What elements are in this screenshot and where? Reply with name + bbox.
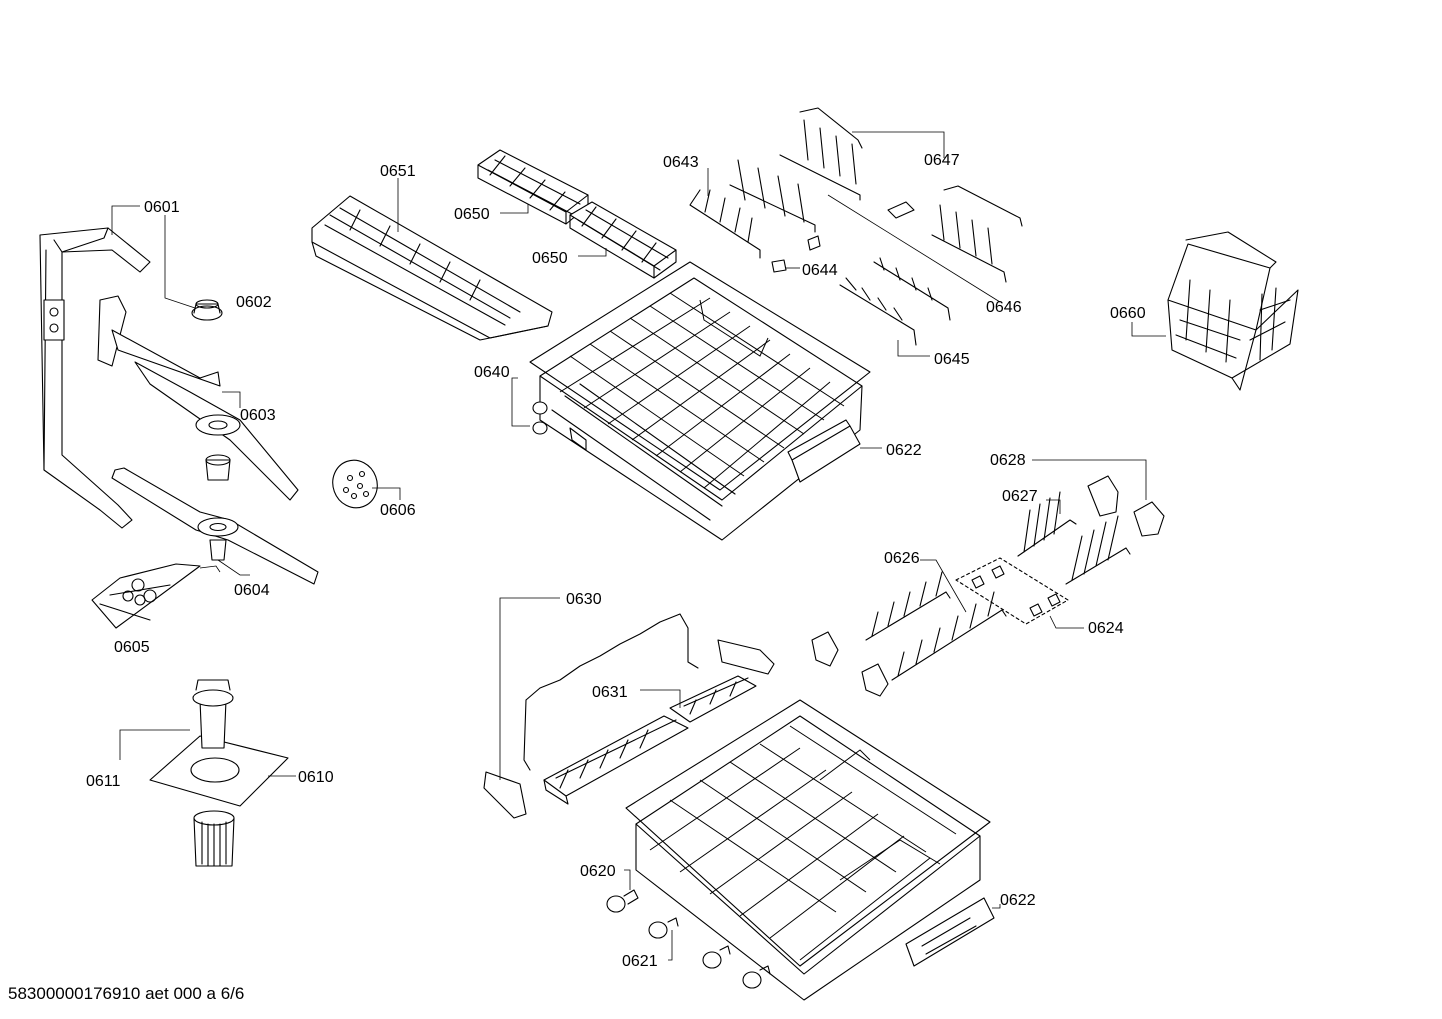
part-0602-nozzle: [191, 299, 223, 321]
part-0603-upper-spray-arm: [97, 295, 299, 501]
leader-0620: [624, 869, 631, 890]
part-0605-fine-filter: [91, 563, 201, 629]
part-0606-strainer-disc: [332, 459, 378, 509]
label-0603: 0603: [240, 407, 276, 424]
part-0626-rack: [865, 571, 1007, 681]
label-0611: 0611: [86, 773, 121, 790]
part-0650-shelf-lower: [569, 201, 677, 279]
leader-0645: [897, 340, 930, 357]
part-0660-cutlery-basket: [1167, 231, 1299, 391]
leader-0624: [1049, 615, 1084, 629]
part-0628-rack-holders: [811, 475, 1165, 697]
label-0621: 0621: [622, 953, 658, 970]
leader-0631: [640, 689, 681, 708]
label-0660: 0660: [1110, 305, 1146, 322]
leader-0646: [827, 194, 1001, 303]
leader-0606: [372, 487, 401, 500]
leader-0650a: [500, 204, 529, 214]
label-0651: 0651: [380, 163, 416, 180]
part-0647-tine-rack: [779, 107, 1023, 283]
part-0601-supply-pipe: [39, 227, 151, 529]
leader-0604: [217, 559, 250, 576]
label-0622a: 0622: [886, 442, 922, 459]
leader-0603: [222, 391, 241, 408]
leader-0627: [1046, 499, 1061, 514]
label-0644: 0644: [802, 262, 838, 279]
label-0627: 0627: [1002, 488, 1038, 505]
leader-0602: [164, 215, 196, 309]
part-0630-rail-assembly: [483, 613, 775, 819]
part-0622-upper-handle: [787, 419, 861, 483]
label-0646: 0646: [986, 299, 1022, 316]
label-0601: 0601: [144, 199, 180, 216]
leader-0628: [1032, 459, 1147, 500]
label-0622b: 0622: [1000, 892, 1036, 909]
leader-0640: [511, 377, 530, 427]
leader-0622b: [992, 904, 1001, 909]
drawing-number: 58300000176910 aet 000 a 6/6: [8, 984, 244, 1003]
part-0627-rack: [1017, 491, 1131, 585]
part-0624-clips: [955, 557, 1069, 625]
label-0602: 0602: [236, 294, 272, 311]
leader-0630: [499, 597, 560, 780]
label-0620: 0620: [580, 863, 616, 880]
label-0630: 0630: [566, 591, 602, 608]
leader-0601: [111, 205, 140, 235]
leader-0621: [668, 930, 673, 961]
label-0631: 0631: [592, 684, 628, 701]
part-0611-micro-filter: [193, 810, 235, 867]
part-0610-flat-filter: [149, 679, 289, 807]
label-0645: 0645: [934, 351, 970, 368]
label-0647: 0647: [924, 152, 960, 169]
label-0640: 0640: [474, 364, 510, 381]
part-0622-lower-handle: [905, 897, 995, 967]
part-0631-shelf: [543, 675, 757, 805]
label-0606: 0606: [380, 502, 416, 519]
part-0644-clip: [771, 235, 821, 273]
label-0610: 0610: [298, 769, 334, 786]
part-0621-wheels: [648, 917, 771, 989]
part-0640-upper-basket: [529, 261, 871, 541]
part-0643-cup-rack: [689, 159, 816, 259]
part-lower-basket: [625, 699, 991, 1001]
part-0651-cutlery-tray: [311, 195, 553, 341]
label-0605: 0605: [114, 639, 150, 656]
leader-0650b: [578, 248, 607, 257]
label-0604: 0604: [234, 582, 270, 599]
leader-0605: [199, 565, 221, 573]
leader-0647: [852, 131, 945, 158]
leader-0611: [119, 729, 190, 760]
leader-0660: [1131, 322, 1166, 337]
part-0604-lower-spray-arm: [111, 467, 319, 585]
label-0650a: 0650: [454, 206, 490, 223]
label-0650b: 0650: [532, 250, 568, 267]
leader-0626: [920, 559, 967, 613]
label-0643: 0643: [663, 154, 699, 171]
part-0650-shelf-upper: [477, 149, 589, 225]
part-0645-plate-rack: [839, 257, 951, 346]
label-0626: 0626: [884, 550, 920, 567]
label-0624: 0624: [1088, 620, 1124, 637]
part-0620-wheel: [606, 889, 639, 913]
label-0628: 0628: [990, 452, 1026, 469]
